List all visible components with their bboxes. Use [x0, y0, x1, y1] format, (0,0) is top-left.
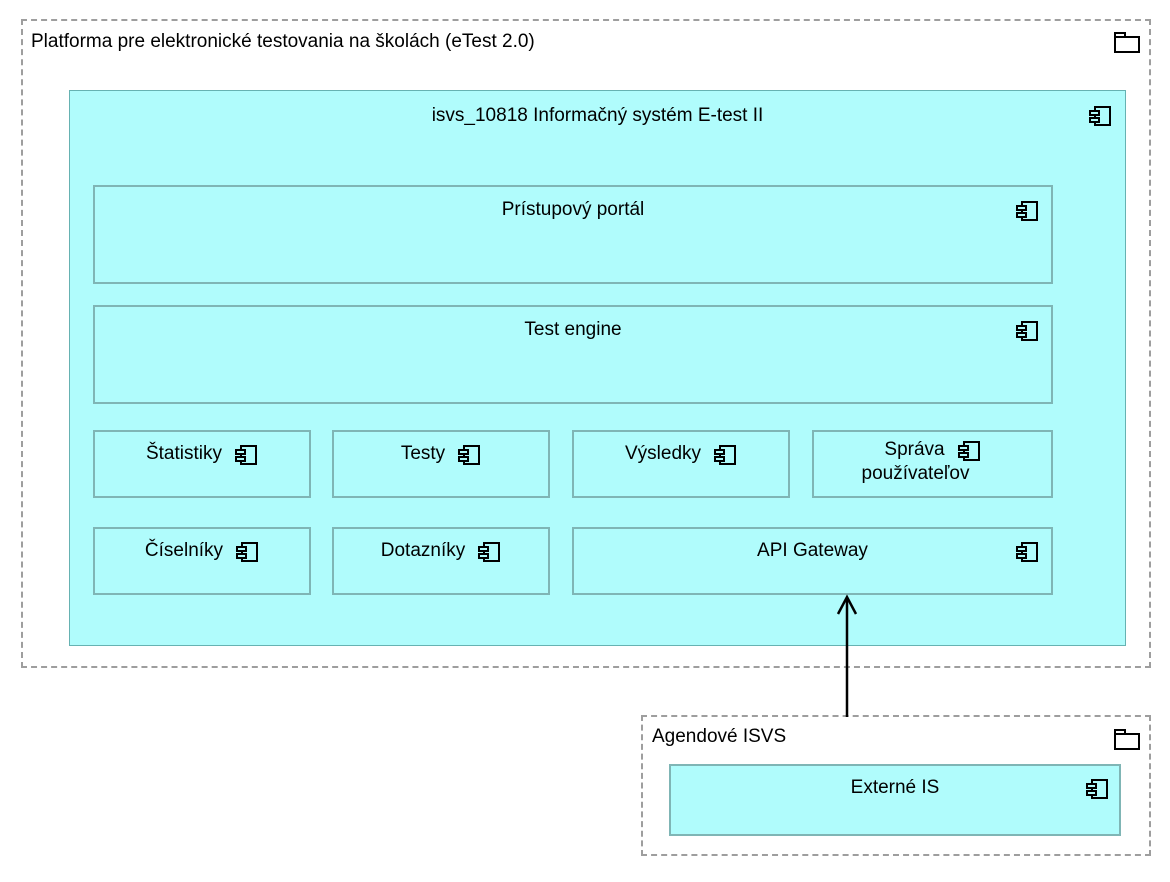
component-api-gateway[interactable] [572, 527, 1053, 595]
group-agendove-isvs-title: Agendové ISVS [652, 726, 787, 747]
component-test-engine[interactable] [93, 305, 1053, 404]
component-icon [236, 542, 259, 562]
component-icon [1086, 779, 1108, 799]
component-sprava-pouzivatelov-label: Správa [884, 439, 945, 460]
component-icon [235, 445, 258, 465]
component-ciselniky-label: Číselníky [144, 540, 224, 561]
component-testy-head: Testy [332, 442, 550, 467]
component-vysledky-head: Výsledky [572, 442, 790, 467]
component-statistiky-head: Štatistiky [93, 442, 311, 467]
component-icon [1016, 321, 1038, 341]
group-platforma[interactable] [21, 19, 1151, 668]
component-testy[interactable] [332, 430, 550, 498]
component-sprava-pouzivatelov-head: Správa [812, 438, 1053, 463]
component-icon [478, 542, 501, 562]
component-testy-label: Testy [400, 443, 446, 464]
component-icon [957, 441, 980, 461]
component-ciselniky[interactable] [93, 527, 311, 595]
component-sprava-pouzivatelov[interactable] [812, 430, 1053, 498]
component-ciselniky-head: Číselníky [93, 539, 311, 564]
component-pristupovy-portal[interactable] [93, 185, 1053, 284]
component-statistiky-label: Štatistiky [145, 443, 223, 464]
component-icon [1089, 106, 1111, 126]
group-platforma-title: Platforma pre elektronické testovania na… [31, 31, 535, 52]
folder-icon [1114, 32, 1140, 53]
component-externe-is[interactable] [669, 764, 1121, 836]
folder-icon [1114, 729, 1140, 750]
component-dotazniky-label: Dotazníky [380, 540, 466, 561]
component-icon [1016, 542, 1038, 562]
component-dotazniky-head: Dotazníky [332, 539, 550, 564]
component-vysledky[interactable] [572, 430, 790, 498]
group-agendove-isvs[interactable] [641, 715, 1151, 856]
component-icon [1016, 201, 1038, 221]
component-icon [714, 445, 737, 465]
component-dotazniky[interactable] [332, 527, 550, 595]
component-icon [458, 445, 481, 465]
component-statistiky[interactable] [93, 430, 311, 498]
component-vysledky-label: Výsledky [624, 443, 702, 464]
